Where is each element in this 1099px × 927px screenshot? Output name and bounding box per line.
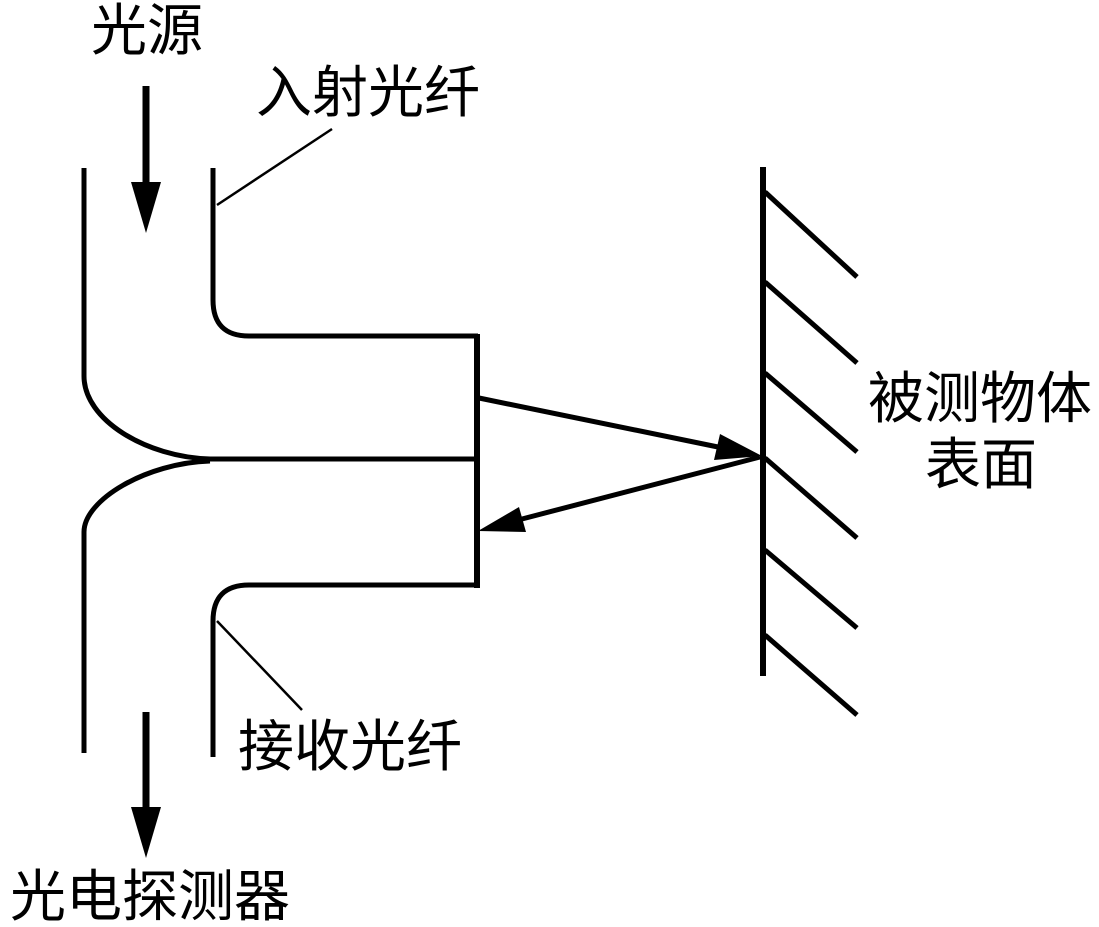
photodetector-label: 光电探测器: [10, 867, 290, 927]
emitted-ray-line: [478, 395, 719, 450]
light-source-arrowhead-icon: [131, 182, 161, 233]
hatch-line-6: [763, 633, 859, 717]
hatch-line-4: [763, 456, 859, 540]
reflected-ray-arrowhead-icon: [478, 507, 526, 532]
photodetector-arrowhead-icon: [131, 807, 161, 858]
measured-object-label-line1: 被测物体: [868, 369, 1092, 431]
incident-fiber-outer-edge: [81, 168, 211, 462]
hatch-line-2: [763, 280, 859, 365]
hatch-line-5: [763, 548, 859, 630]
hatch-line-1: [763, 190, 859, 279]
hatch-line-3: [763, 371, 859, 454]
incident-fiber-leader-line: [216, 127, 333, 207]
receiving-fiber-inner-edge: [210, 582, 478, 757]
reflected-ray-line: [521, 454, 761, 522]
incident-fiber-label: 入射光纤: [256, 63, 480, 125]
diagram-arrowheads: [131, 182, 762, 858]
receiving-fiber-label: 接收光纤: [238, 717, 462, 779]
diagram-labels: 光源 入射光纤 被测物体 表面 接收光纤 光电探测器: [10, 1, 1092, 927]
diagram-linework: [81, 86, 859, 812]
receiving-fiber-outer-edge: [81, 458, 211, 753]
light-source-label: 光源: [91, 1, 203, 63]
incident-fiber-inner-edge: [210, 168, 478, 339]
receiving-fiber-leader-line: [216, 620, 303, 711]
measured-object-label-line2: 表面: [925, 435, 1037, 497]
emitted-ray-arrowhead-icon: [714, 434, 762, 460]
